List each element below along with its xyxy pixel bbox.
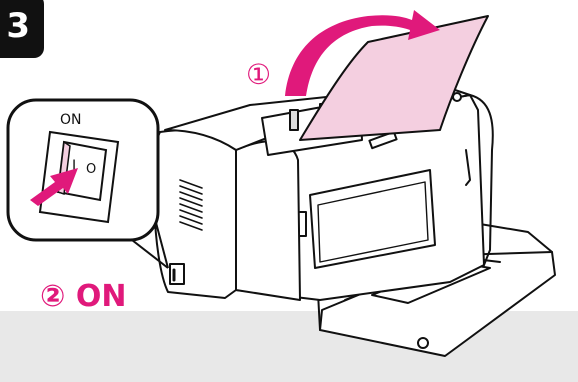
- front-latch: [300, 212, 306, 236]
- front-panel: [236, 141, 300, 300]
- switch-o-mark: O: [86, 162, 96, 177]
- step-number-badge: 3: [0, 0, 44, 58]
- printer-left-side: [154, 130, 236, 298]
- printer-power-switch: [170, 264, 184, 284]
- indicator-light: [453, 93, 461, 101]
- switch-on-label: ON: [60, 112, 82, 128]
- callout-2: ② ON: [40, 279, 126, 314]
- tray-latch: [418, 338, 428, 348]
- callout-1: ①: [246, 58, 271, 91]
